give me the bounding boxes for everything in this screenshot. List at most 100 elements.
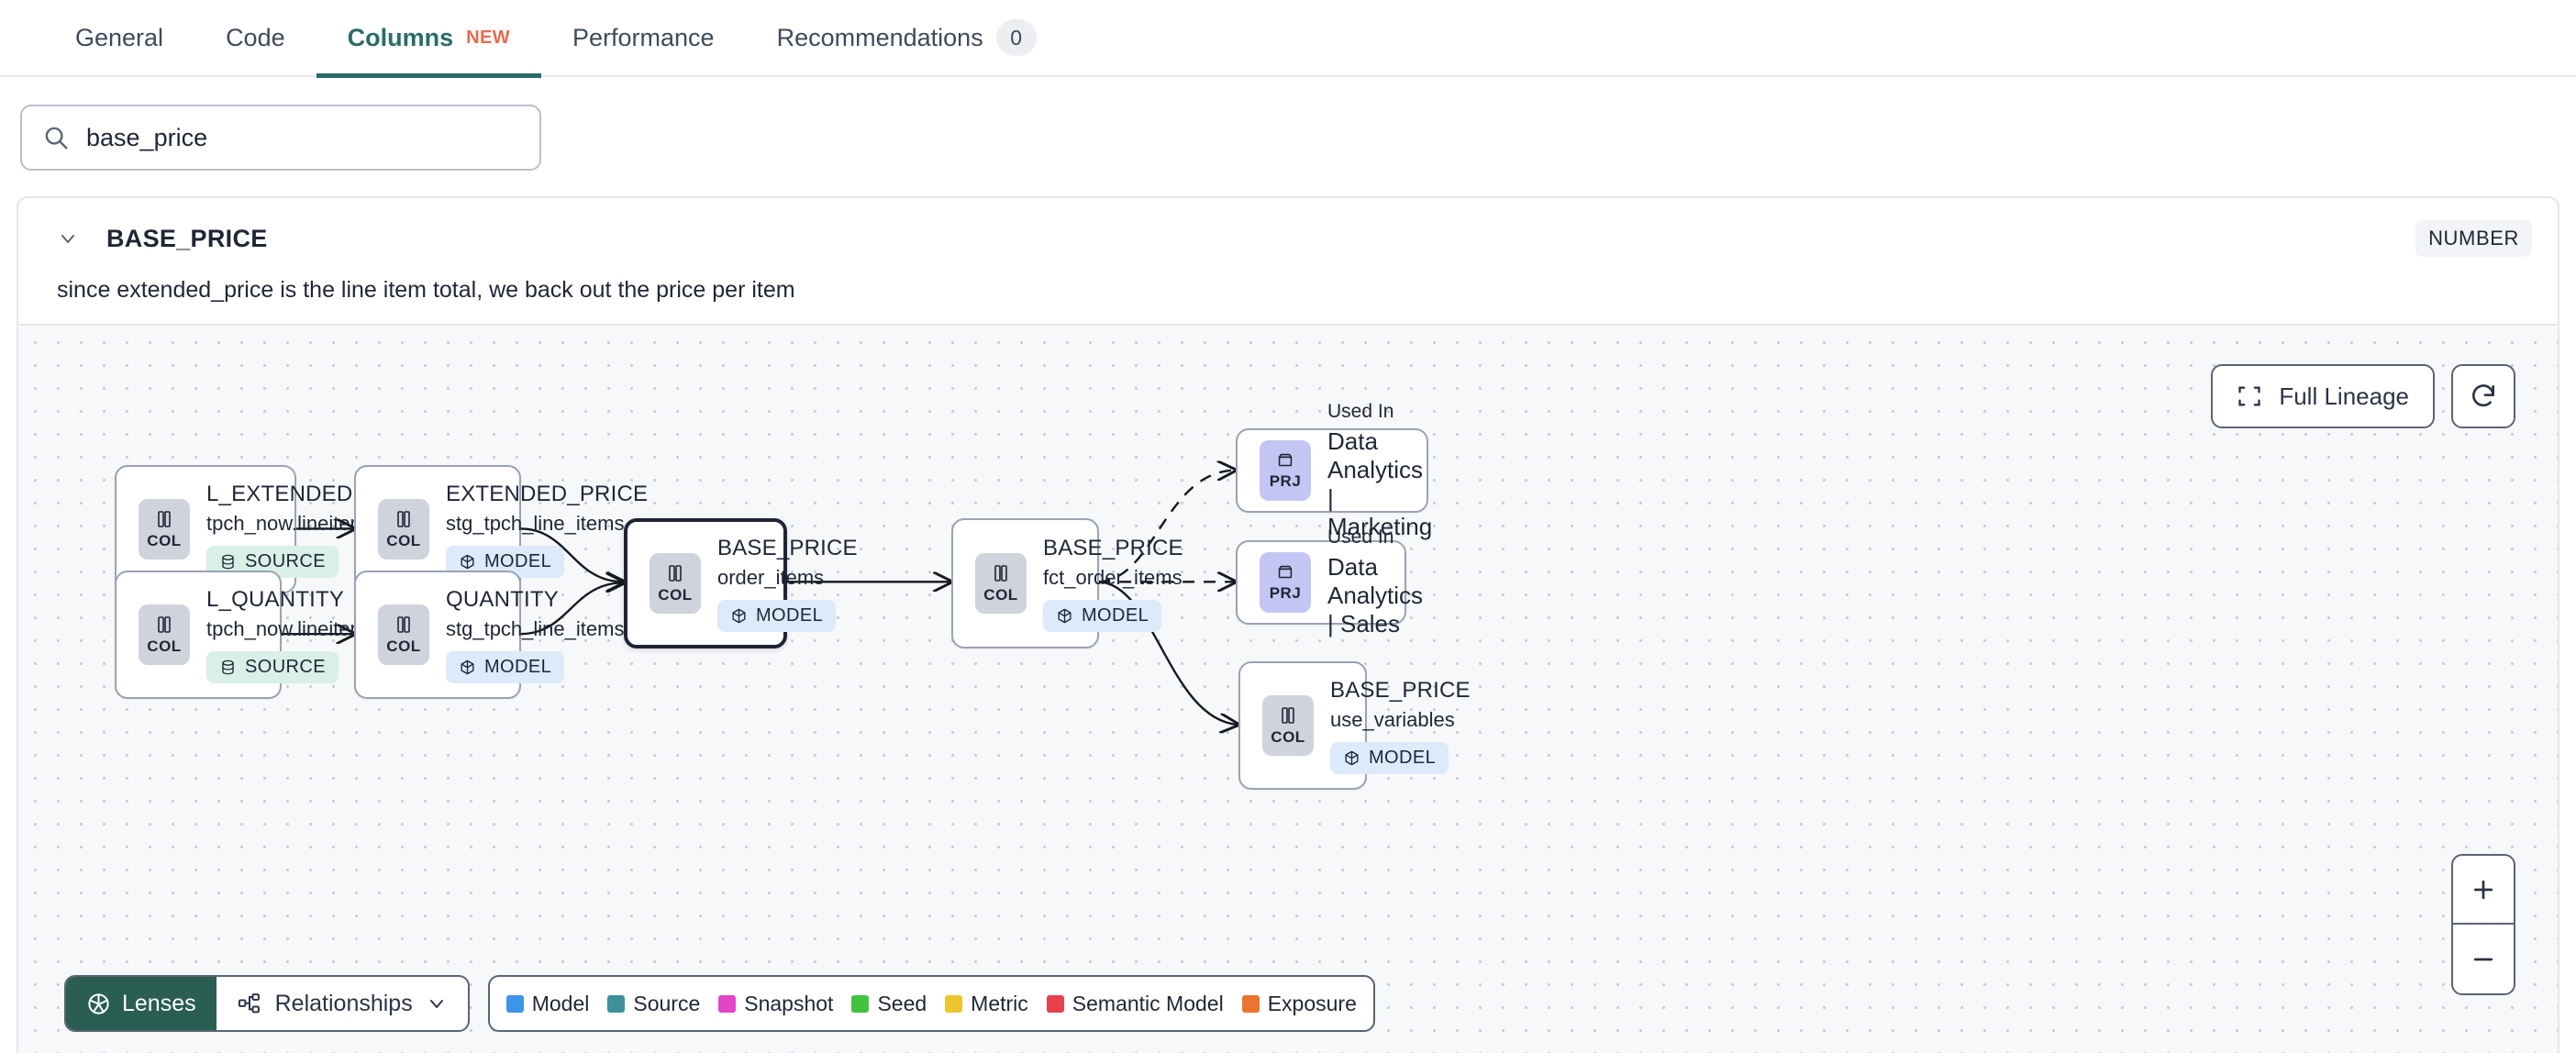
node-subtitle: fct_order_items (1043, 565, 1183, 589)
zoom-in-button[interactable] (2453, 856, 2514, 925)
node-tag-label: MODEL (1369, 747, 1437, 768)
node-type-tag: MODEL (717, 599, 837, 632)
legend-swatch (505, 994, 524, 1013)
search-input[interactable]: base_price (20, 105, 541, 171)
kind-label: COL (983, 586, 1018, 604)
refresh-icon (2469, 382, 2498, 411)
tab-label: Code (226, 23, 285, 51)
legend-swatch (945, 994, 963, 1013)
node-subtitle: stg_tpch_line_items (446, 511, 625, 535)
col-kind-chip: COL (378, 499, 429, 560)
kind-label: COL (147, 637, 182, 655)
legend-item: Metric (945, 992, 1028, 1016)
lineage-edges (281, 326, 2558, 1053)
new-badge: NEW (466, 27, 510, 48)
node-subtitle: Data Analytics | Sales (1327, 553, 1424, 637)
lineage-node-base-price-use-variables[interactable]: COL BASE_PRICE use_variables MODEL (1238, 661, 1471, 790)
kind-label: COL (147, 532, 182, 549)
recommendations-count-badge: 0 (995, 19, 1037, 56)
node-type-tag: MODEL (1330, 741, 1449, 774)
legend-label: Seed (877, 991, 927, 1015)
tab-label: General (75, 23, 164, 51)
relationships-icon (237, 991, 262, 1016)
canvas-top-controls: Full Lineage (2211, 364, 2515, 428)
node-type-tag: MODEL (446, 650, 565, 683)
lineage-node-base-price-fct-order-items[interactable]: COL BASE_PRICE fct_order_items MODEL (951, 518, 1183, 648)
tab-recommendations[interactable]: Recommendations 0 (746, 0, 1068, 76)
node-title: BASE_PRICE (717, 535, 858, 560)
node-title: EXTENDED_PRICE (446, 481, 649, 506)
full-lineage-label: Full Lineage (2279, 382, 2409, 410)
node-tag-label: MODEL (484, 550, 552, 571)
col-kind-chip: COL (378, 604, 429, 665)
lineage-node-project-sales[interactable]: PRJ Used In Data Analytics | Sales (1236, 526, 1423, 637)
col-kind-chip: COL (139, 499, 190, 560)
node-title: L_QUANTITY (206, 586, 345, 612)
prj-kind-chip: PRJ (1260, 440, 1311, 501)
tab-label: Performance (572, 23, 715, 51)
node-subtitle: tpch_now.lineitem (206, 511, 367, 535)
legend-item: Source (607, 992, 700, 1016)
node-tag-label: SOURCE (245, 550, 326, 571)
legend-swatch (1241, 994, 1260, 1013)
column-header[interactable]: BASE_PRICE NUMBER (18, 198, 2558, 257)
node-subtitle: use_variables (1330, 707, 1455, 731)
node-type-tag: SOURCE (206, 650, 339, 683)
kind-label: COL (658, 586, 693, 604)
lenses-relationships-group: Lenses Relationships (64, 975, 470, 1032)
expand-icon (2237, 383, 2262, 409)
tab-code[interactable]: Code (194, 0, 316, 76)
legend-label: Semantic Model (1071, 991, 1224, 1015)
col-kind-chip: COL (1262, 695, 1314, 756)
legend-item: Exposure (1241, 991, 1357, 1016)
legend-swatch (851, 994, 870, 1013)
lineage-canvas[interactable]: Full Lineage COL L_EXTENDEDPRICE (18, 324, 2558, 1053)
col-kind-chip: COL (975, 553, 1027, 614)
column-description: since extended_price is the line item to… (57, 277, 795, 303)
lineage-node-quantity[interactable]: COL QUANTITY stg_tpch_line_items MODEL (354, 571, 624, 699)
relationships-label: Relationships (274, 990, 413, 1016)
legend-item: Snapshot (718, 992, 833, 1016)
lineage-node-project-marketing[interactable]: PRJ Used In Data Analytics | Marketing (1236, 401, 1432, 540)
node-tag-label: MODEL (1082, 604, 1149, 626)
node-tag-label: MODEL (756, 604, 824, 626)
legend-swatch (1046, 994, 1064, 1013)
node-tag-label: MODEL (484, 656, 552, 677)
tab-label: Recommendations (776, 23, 983, 51)
full-lineage-button[interactable]: Full Lineage (2211, 364, 2435, 428)
column-card: BASE_PRICE NUMBER since extended_price i… (17, 196, 2559, 1053)
tab-performance[interactable]: Performance (541, 0, 746, 76)
col-kind-chip: COL (139, 604, 190, 665)
aperture-icon (86, 992, 111, 1016)
node-title: BASE_PRICE (1330, 677, 1471, 703)
search-icon (42, 124, 70, 151)
tab-bar: General Code Columns NEW Performance Rec… (0, 0, 2576, 78)
search-value: base_price (86, 123, 208, 151)
page-title: BASE_PRICE (106, 224, 268, 252)
refresh-button[interactable] (2451, 364, 2515, 428)
node-title: Used In (1327, 400, 1394, 422)
legend-label: Exposure (1267, 991, 1357, 1015)
zoom-out-button[interactable] (2453, 925, 2514, 993)
chevron-down-icon (426, 992, 448, 1014)
legend-item: Semantic Model (1046, 991, 1224, 1016)
canvas-bottom-toolbar: Lenses Relationships (64, 975, 1375, 1032)
graph-legend: Model Source Snapshot Seed Metric Semant… (487, 975, 1375, 1032)
search-section: base_price (0, 77, 2576, 171)
lineage-node-base-price-order-items[interactable]: COL BASE_PRICE order_items MODEL (624, 518, 858, 648)
node-subtitle: Data Analytics | Marketing (1327, 427, 1433, 540)
relationships-dropdown[interactable]: Relationships (217, 977, 468, 1030)
lenses-button[interactable]: Lenses (66, 977, 217, 1030)
legend-label: Model (531, 991, 590, 1015)
column-type-badge: NUMBER (2415, 220, 2532, 257)
node-title: Used In (1327, 526, 1394, 548)
kind-label: PRJ (1269, 472, 1302, 490)
tab-general[interactable]: General (44, 0, 194, 76)
node-subtitle: order_items (717, 565, 825, 589)
legend-label: Metric (971, 991, 1028, 1015)
prj-kind-chip: PRJ (1260, 552, 1311, 613)
lenses-label: Lenses (122, 990, 196, 1016)
chevron-down-icon[interactable] (57, 227, 79, 249)
tab-columns[interactable]: Columns NEW (316, 0, 542, 78)
lineage-node-l-quantity[interactable]: COL L_QUANTITY tpch_now.lineitem SOURCE (115, 571, 367, 699)
